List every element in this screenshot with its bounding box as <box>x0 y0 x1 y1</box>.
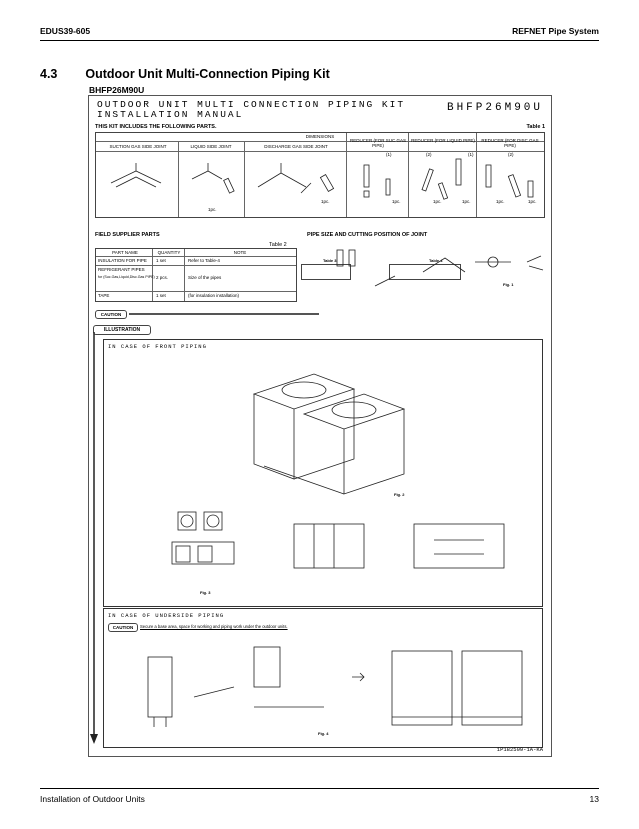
fig3-label: Fig. 3 <box>200 590 211 595</box>
qty-red-liq1: 1pc. <box>433 199 442 204</box>
front-piping-heading: IN CASE OF FRONT PIPING <box>108 343 207 350</box>
flow-arrow <box>90 332 98 744</box>
qty-red-suc: 1pc. <box>392 199 401 204</box>
table3-label: Table 3 <box>323 258 337 263</box>
table1-label: Table 1 <box>526 124 545 130</box>
kit-parts-drawings: 1pc. 1pc. 1pc. 1pc. 1pc. 1pc. 1pc. <box>110 158 537 212</box>
section-heading: 4.3 Outdoor Unit Multi-Connection Piping… <box>40 67 330 81</box>
outdoor-units-drawing <box>252 373 406 495</box>
underside-drawings <box>147 646 523 727</box>
field-head-part: PART NAME <box>112 250 138 255</box>
sub-2-liq: (2) <box>426 152 432 157</box>
page-header: EDUS39-605 REFNET Pipe System <box>40 26 599 36</box>
field-row3-qty: 2 pcs. <box>156 275 169 280</box>
illustration-box: ILLUSTRATION <box>93 325 151 335</box>
front-piping-frame: IN CASE OF FRONT PIPING Fig. 2 Fig. 3 <box>103 339 543 607</box>
footer-rule <box>40 788 599 789</box>
illustration-label: ILLUSTRATION <box>103 327 141 333</box>
table2-label: Table 2 <box>269 242 287 248</box>
caution2-box: CAUTION <box>108 623 138 632</box>
field-row4-part: TAPE <box>98 293 110 298</box>
field-row1-part: INSULATION FOR PIPE <box>98 258 147 263</box>
caution2-text: Secure a base area, space for working an… <box>140 624 288 629</box>
kit-col-liquid: LIQUID SIDE JOINT <box>190 144 232 149</box>
underside-piping-frame: IN CASE OF UNDERSIDE PIPING CAUTION Secu… <box>103 608 543 748</box>
field-row2-part: REFRIGERANT PIPES <box>98 267 145 272</box>
fig2-label: Fig. 2 <box>394 492 405 497</box>
fig1-label: Fig. 1 <box>503 282 514 287</box>
sub-1-disc: (1) <box>468 152 474 157</box>
field-parts-table: PART NAME QUANTITY NOTE INSULATION FOR P… <box>95 248 297 302</box>
caution1-label: CAUTION <box>100 311 122 317</box>
page-number: 13 <box>589 794 599 804</box>
qty-liquid: 1pc. <box>208 207 217 212</box>
kit-col-reducer-suc: REDUCER (FOR SUC.GAS PIPE) <box>349 138 406 148</box>
manual-title-line2: INSTALLATION MANUAL <box>97 109 244 120</box>
qty-red-disc2: 1pc. <box>528 199 537 204</box>
table3-box <box>301 264 351 280</box>
header-rule <box>40 40 599 41</box>
front-side-views <box>293 523 505 569</box>
kit-col-suction: SUCTION GAS SIDE JOINT <box>109 144 167 149</box>
pipe-cut-drawing <box>336 249 544 287</box>
sub-2-disc: (2) <box>508 152 514 157</box>
manual-model: BHFP26M90U <box>446 102 543 114</box>
field-row3-part: for (Suc.Gas,Liquid,Disc.Gas PIPE) <box>98 275 155 279</box>
kit-col-reducer-liq: REDUCER (FOR LIQUID PIPE) <box>411 138 475 143</box>
installation-manual-sheet: OUTDOOR UNIT MULTI CONNECTION PIPING KIT… <box>88 95 552 757</box>
caution1-text-bar <box>129 313 319 315</box>
section-title: Outdoor Unit Multi-Connection Piping Kit <box>85 67 330 81</box>
footer-left: Installation of Outdoor Units <box>40 794 145 804</box>
sub-1-liq: (1) <box>386 152 392 157</box>
qty-discharge: 1pc. <box>321 199 330 204</box>
manual-title-line1: OUTDOOR UNIT MULTI CONNECTION PIPING KIT <box>97 99 406 110</box>
table4-label: Table 4 <box>429 258 443 263</box>
field-row1-note: Refer to Table-4 <box>188 258 220 263</box>
caution2-label: CAUTION <box>112 624 134 630</box>
model-label: BHFP26M90U <box>89 85 145 95</box>
caution1-box: CAUTION <box>95 310 127 319</box>
field-row1-qty: 1 set <box>156 258 166 263</box>
kit-parts-table: DIMENSIONS SUCTION GAS SIDE JOINT LIQUID… <box>95 132 545 218</box>
pipe-size-heading: PIPE SIZE AND CUTTING POSITION OF JOINT <box>307 232 428 238</box>
field-row4-qty: 1 set <box>156 293 166 298</box>
doc-section: REFNET Pipe System <box>512 26 599 36</box>
front-unit-detail <box>171 511 235 565</box>
doc-id: EDUS39-605 <box>40 26 91 36</box>
field-supplied-heading: FIELD SUPPLIER PARTS <box>95 232 160 238</box>
section-number: 4.3 <box>40 67 58 81</box>
table4-box <box>389 264 461 280</box>
manual-title: OUTDOOR UNIT MULTI CONNECTION PIPING KIT… <box>97 100 405 120</box>
field-head-note: NOTE <box>233 250 247 255</box>
drawing-number: 1P182509-1A-KA <box>496 746 543 753</box>
field-head-qty: QUANTITY <box>157 250 181 255</box>
kit-col-reducer-disc: REDUCER (FOR DISC.GAS PIPE) <box>481 138 539 148</box>
qty-red-liq2: 1pc. <box>462 199 471 204</box>
kit-col-discharge: DISCHARGE GAS SIDE JOINT <box>264 144 328 149</box>
dimensions-label: DIMENSIONS <box>305 134 335 139</box>
kit-includes-heading: THIS KIT INCLUDES THE FOLLOWING PARTS. <box>95 124 217 130</box>
fig4-label: Fig. 4 <box>318 731 329 736</box>
field-row4-note: (for insulation installation) <box>188 293 240 298</box>
field-row3-note: Size of the pipes <box>188 275 222 280</box>
qty-red-disc1: 1pc. <box>496 199 505 204</box>
underside-piping-heading: IN CASE OF UNDERSIDE PIPING <box>108 612 225 619</box>
